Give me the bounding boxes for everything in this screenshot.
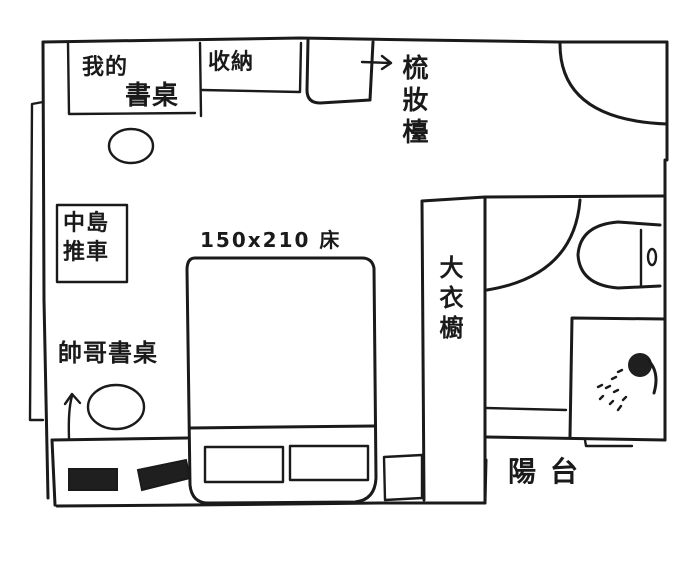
bathroom-inner-ledge: [484, 406, 568, 412]
bathroom-top-wall: [483, 194, 667, 199]
bed-label: 150x210 床: [200, 228, 342, 252]
door-swing-top-right: [558, 42, 669, 126]
bathroom-door-swing: [485, 198, 582, 292]
vanity-outline: [305, 38, 375, 105]
shower-hose: [646, 358, 658, 395]
pillow-right: [288, 444, 370, 482]
my-desk-outline: [66, 41, 203, 118]
handsome-desk-label: 帥哥書桌: [58, 339, 158, 367]
storage-outline: [200, 41, 303, 94]
bathroom-bottom-wall: [484, 435, 667, 442]
bed-outline: [185, 256, 378, 505]
nightstand-outline: [382, 453, 424, 502]
handsome-desk-chair-icon: [86, 383, 146, 431]
wardrobe-label: 大衣櫥: [435, 255, 463, 345]
top-wall: [41, 36, 669, 44]
toilet-icon: [576, 220, 662, 290]
my-desk-label-line1: 我的: [82, 55, 129, 80]
bottom-wall: [55, 501, 427, 508]
vanity-arrow-icon: [360, 54, 393, 71]
pillow-left: [203, 445, 285, 484]
left-wall: [41, 40, 50, 500]
island-cart-label-line1: 中島: [63, 211, 110, 236]
left-window: [28, 100, 45, 422]
toilet-flush-icon: [646, 247, 658, 267]
vanity-label: 梳妝檯: [398, 54, 428, 150]
shower-stall-outline: [568, 316, 667, 439]
handsome-desk-top-line: [50, 436, 189, 442]
handsome-desk-arrow-icon: [63, 392, 82, 440]
balcony-label: 陽台: [508, 455, 593, 488]
handsome-desk-side: [50, 438, 57, 507]
bed-headboard-line: [188, 424, 377, 430]
bathroom-threshold: [583, 438, 634, 448]
my-desk-label-line2: 書桌: [125, 81, 180, 111]
shower-spray-icon: [596, 368, 628, 412]
wardrobe-outline: [420, 195, 487, 505]
island-cart-outline: [55, 203, 129, 284]
shower-head-icon: [628, 353, 652, 377]
balcony-bottom-wall: [423, 458, 488, 505]
monitor-right-icon: [136, 458, 192, 492]
island-cart-label-line2: 推車: [63, 240, 110, 265]
storage-label: 收納: [208, 50, 255, 75]
monitor-left-icon: [68, 468, 118, 491]
my-desk-chair-icon: [107, 127, 155, 165]
